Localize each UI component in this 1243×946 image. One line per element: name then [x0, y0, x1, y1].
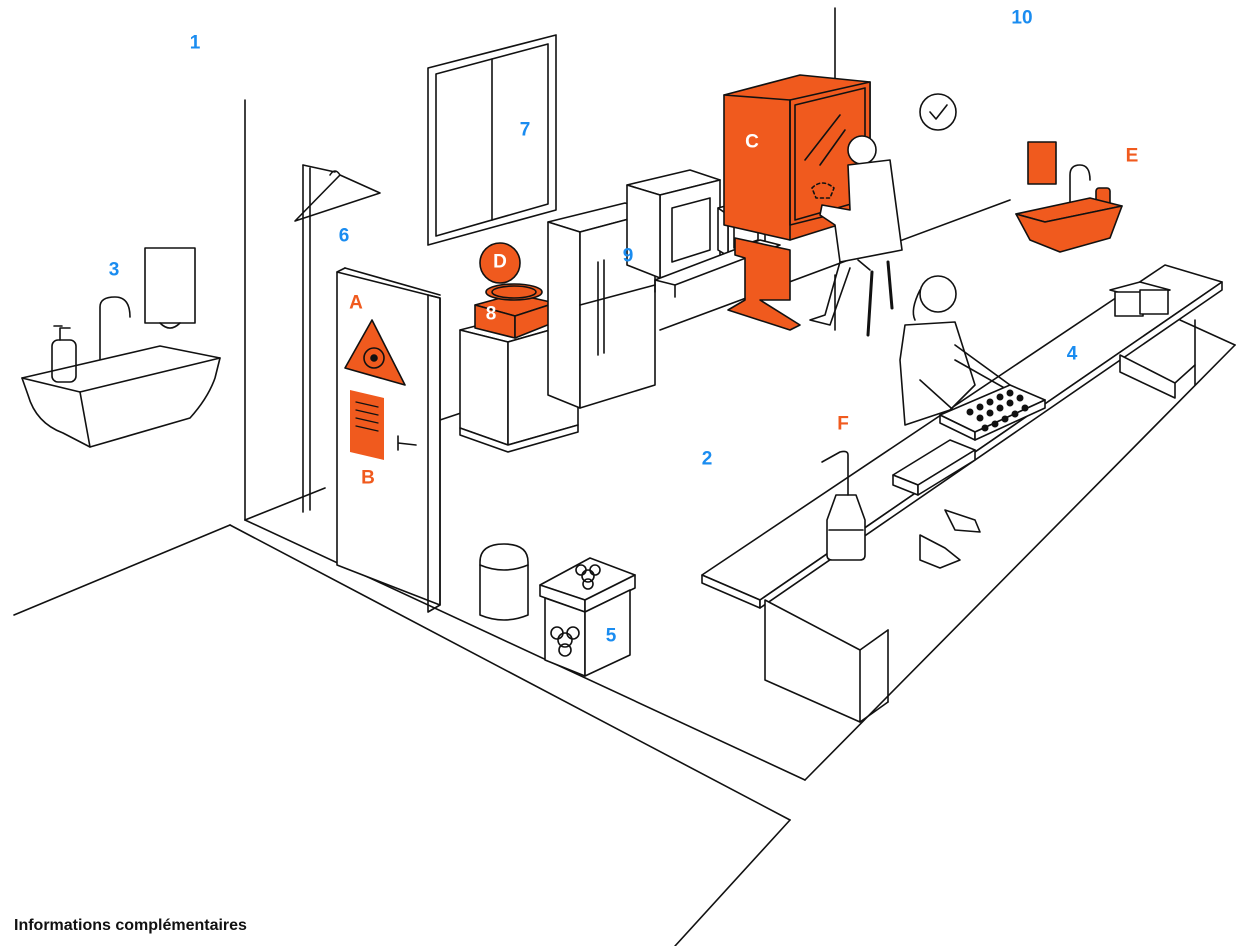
label-E: E	[1126, 147, 1139, 166]
window	[428, 35, 556, 245]
label-2: 2	[702, 450, 713, 469]
label-10: 10	[1011, 9, 1032, 28]
label-F: F	[837, 415, 849, 434]
label-6: 6	[339, 227, 350, 246]
trash-bin	[480, 544, 528, 620]
checkmark-circle-icon	[920, 94, 956, 130]
label-8: 8	[486, 305, 497, 324]
label-9: 9	[623, 247, 634, 266]
handwash-sink-orange	[1016, 142, 1122, 252]
lab-door	[337, 268, 440, 612]
footer-title: Informations complémentaires	[14, 917, 247, 935]
label-C: C	[745, 133, 759, 152]
label-B: B	[361, 469, 375, 488]
label-D: D	[493, 253, 507, 272]
work-bench	[702, 265, 1222, 722]
label-7: 7	[520, 121, 531, 140]
label-1: 1	[190, 34, 201, 53]
handwash-sink	[22, 248, 220, 447]
biosafety-cabinet	[724, 75, 870, 330]
label-A: A	[349, 294, 363, 313]
biohazard-waste-box	[540, 558, 635, 676]
label-5: 5	[606, 627, 617, 646]
label-4: 4	[1067, 345, 1078, 364]
label-3: 3	[109, 261, 120, 280]
